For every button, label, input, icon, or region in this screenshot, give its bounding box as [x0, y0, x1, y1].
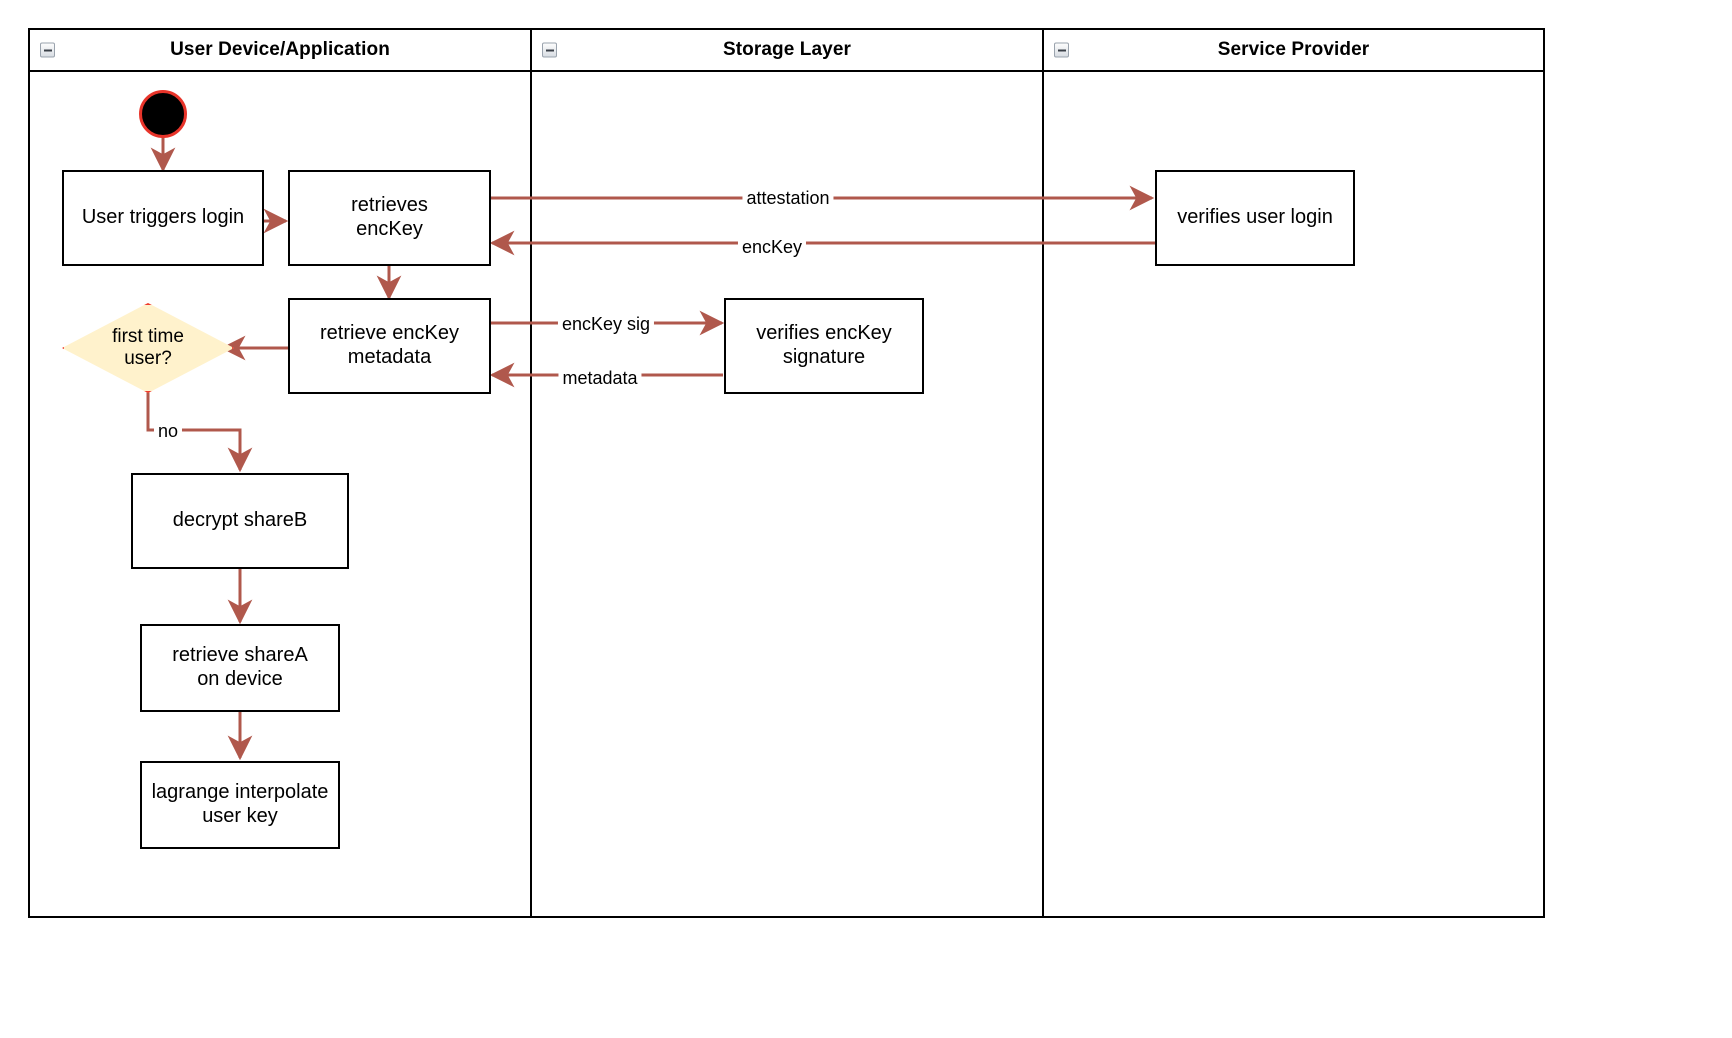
- activity-retrieve-enckey-metadata[interactable]: retrieve encKey metadata: [288, 298, 491, 394]
- activity-user-triggers-login[interactable]: User triggers login: [62, 170, 264, 266]
- activity-retrieves-enckey[interactable]: retrieves encKey: [288, 170, 491, 266]
- swimlane-title-storage-layer: Storage Layer: [722, 39, 852, 60]
- swimlane-title-service-provider: Service Provider: [1217, 39, 1370, 60]
- activity-retrieve-sharea-on-device[interactable]: retrieve shareA on device: [140, 624, 340, 712]
- swimlane-storage-layer[interactable]: Storage Layer: [530, 30, 1042, 916]
- decision-label: first time user?: [112, 326, 184, 369]
- edge-label-enckey-sig: encKey sig: [557, 315, 655, 333]
- activity-label: verifies encKey signature: [756, 322, 892, 368]
- activity-label: retrieves encKey: [351, 194, 428, 240]
- swimlane-service-provider[interactable]: Service Provider: [1042, 30, 1543, 916]
- activity-label: decrypt shareB: [172, 509, 308, 532]
- activity-decrypt-shareb[interactable]: decrypt shareB: [131, 473, 349, 569]
- edge-label-attestation: attestation: [742, 189, 834, 207]
- activity-label: retrieve encKey metadata: [320, 322, 459, 368]
- activity-verifies-user-login[interactable]: verifies user login: [1155, 170, 1355, 266]
- activity-label: retrieve shareA on device: [172, 644, 308, 690]
- activity-lagrange-interpolate-user-key[interactable]: lagrange interpolate user key: [140, 761, 340, 849]
- activity-label: lagrange interpolate user key: [151, 781, 329, 827]
- activity-verifies-enckey-signature[interactable]: verifies encKey signature: [724, 298, 924, 394]
- edge-label-enckey: encKey: [737, 238, 807, 256]
- collapse-minus-icon[interactable]: [1054, 42, 1069, 58]
- activity-label: User triggers login: [81, 206, 245, 229]
- edge-label-metadata: metadata: [558, 369, 642, 387]
- swimlane-header-service-provider[interactable]: Service Provider: [1044, 30, 1543, 72]
- activity-label: verifies user login: [1177, 206, 1333, 229]
- collapse-minus-icon[interactable]: [542, 42, 557, 58]
- collapse-minus-icon[interactable]: [40, 42, 55, 58]
- swimlane-user-device[interactable]: User Device/Application: [30, 30, 530, 916]
- swimlane-header-storage-layer[interactable]: Storage Layer: [532, 30, 1042, 72]
- start-node[interactable]: [139, 90, 187, 138]
- swimlane-title-user-device: User Device/Application: [170, 39, 390, 60]
- edge-label-no: no: [153, 422, 183, 440]
- swimlane-header-user-device[interactable]: User Device/Application: [30, 30, 530, 72]
